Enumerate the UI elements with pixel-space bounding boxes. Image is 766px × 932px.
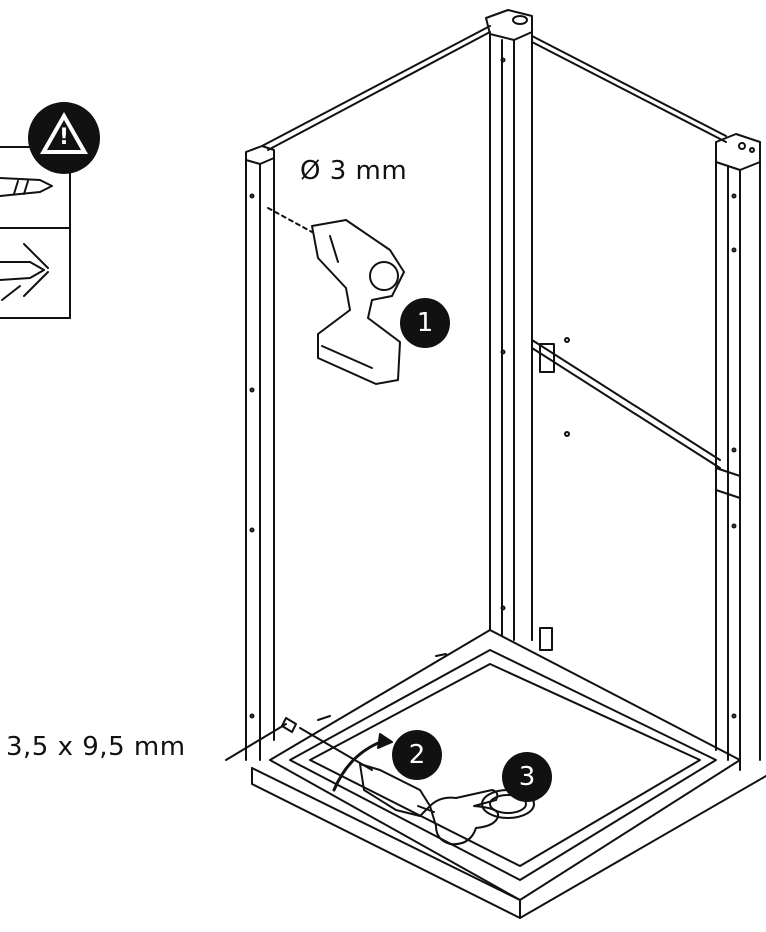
shower-tray xyxy=(251,629,766,919)
back-frame xyxy=(261,9,727,641)
left-post xyxy=(245,145,275,761)
screw-size-label: 3,5 x 9,5 mm xyxy=(6,732,186,762)
step-1-badge: 1 xyxy=(400,298,450,348)
warning-panel xyxy=(0,146,71,319)
drill-size-label: Ø 3 mm xyxy=(300,156,408,186)
warning-triangle-icon xyxy=(28,102,100,174)
screwdriver-icon xyxy=(225,717,431,817)
crossed-drill-icon xyxy=(0,243,49,301)
step-2-badge: 2 xyxy=(392,730,442,780)
drill-icon xyxy=(267,207,405,385)
door-handle xyxy=(500,57,741,651)
step-3-badge: 3 xyxy=(502,752,552,802)
warning-symbol: ! xyxy=(58,124,70,150)
right-post xyxy=(715,133,761,771)
hand-icon xyxy=(417,789,500,846)
drill-bit-icon xyxy=(0,177,53,197)
